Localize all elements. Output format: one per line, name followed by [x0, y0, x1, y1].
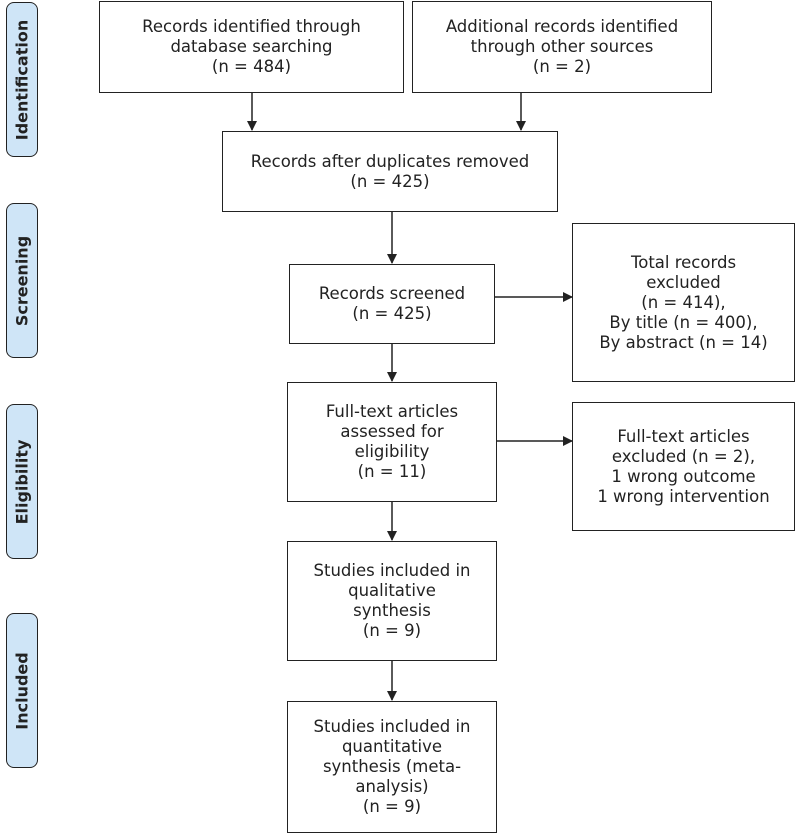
box-text-line: synthesis (meta- [322, 757, 462, 776]
box-text-line: qualitative [348, 581, 436, 600]
phase-identification: Identification [6, 2, 38, 157]
box-text-line: excluded (n = 2), [611, 446, 756, 466]
box-text-line: (n = 484) [211, 57, 292, 76]
phase-screening: Screening [6, 203, 38, 358]
box-text-line: 1 wrong outcome [611, 466, 756, 486]
box-text-line: Total records [630, 252, 737, 272]
box-text-line: (n = 11) [357, 462, 427, 481]
box-text-line: (n = 425) [352, 304, 432, 323]
box-text-line: (n = 9) [362, 621, 422, 640]
box-text-line: (n = 2) [532, 57, 592, 76]
duplicates-removed-box: Records after duplicates removed(n = 425… [222, 131, 558, 212]
box-text-line: analysis) [355, 777, 429, 796]
box-text-line: assessed for [340, 422, 444, 441]
box-text-line: By abstract (n = 14) [599, 332, 768, 352]
box-text-line: Additional records identified [445, 17, 679, 36]
box-text-line: through other sources [470, 37, 654, 56]
box-text-line: (n = 9) [362, 797, 422, 816]
box-text-line: Records screened [318, 284, 466, 303]
box-text-line: database searching [170, 37, 333, 56]
box-text-line: Studies included in [313, 561, 471, 580]
box-text-line: (n = 414), [641, 292, 726, 312]
box-text-line: Records identified through [142, 17, 361, 36]
box-text-line: synthesis [353, 601, 431, 620]
box-text-line: eligibility [354, 442, 430, 461]
box-text-line: quantitative [341, 737, 443, 756]
records-screened-box: Records screened(n = 425) [289, 264, 495, 344]
box-text-line: Studies included in [313, 717, 471, 736]
box-text-line: By title (n = 400), [609, 312, 758, 332]
box-text-line: (n = 425) [350, 171, 430, 191]
phase-included: Included [6, 613, 38, 768]
box-text-line: excluded [646, 272, 721, 292]
box-text-line: 1 wrong intervention [597, 486, 770, 506]
box-text-line: Records after duplicates removed [250, 151, 530, 171]
box-text-line: Full-text articles [325, 402, 459, 421]
box-text-line: Full-text articles [617, 426, 750, 446]
phase-eligibility: Eligibility [6, 404, 38, 559]
